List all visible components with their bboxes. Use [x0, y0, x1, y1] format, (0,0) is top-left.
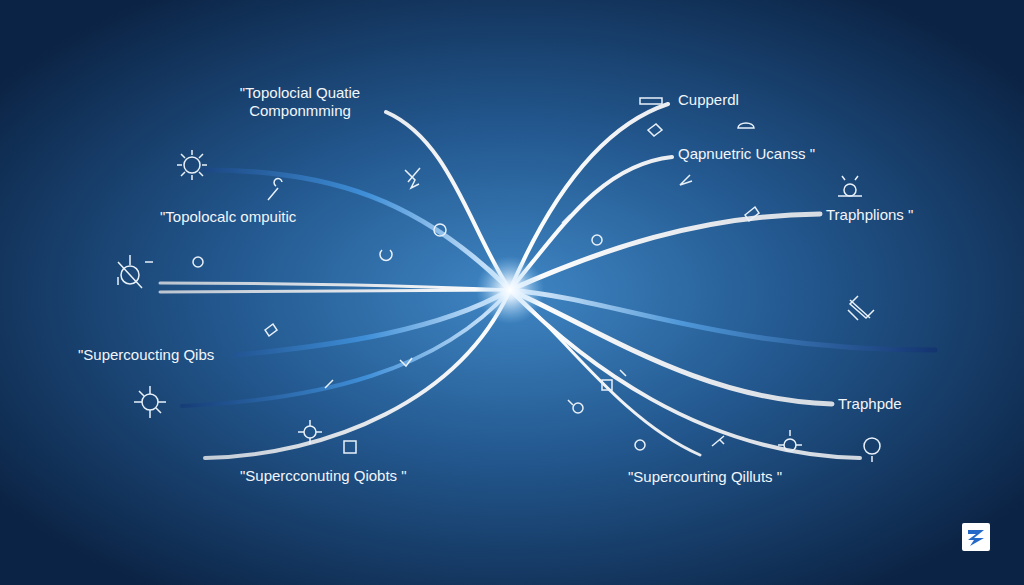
branch-label: Traphpde: [838, 395, 902, 413]
branch-label: Qapnuetric Ucanss ": [678, 145, 815, 163]
icons: [118, 98, 880, 462]
branch-lines: [160, 104, 935, 458]
branch-label: "Topolocalc ompuitic: [160, 208, 296, 226]
corner-logo: [962, 523, 990, 551]
branch-label: "Topolocial Quatie Componmming: [215, 84, 385, 120]
center-glow: [476, 256, 544, 324]
branch-label: "Supercourting Qilluts ": [628, 468, 782, 486]
branch-label: Cupperdl: [678, 91, 739, 109]
branch-label: "Supercconuting Qiobts ": [240, 467, 407, 485]
branch-label: Traphplions ": [826, 206, 913, 224]
branch-label: "Supercoucting Qibs: [78, 346, 214, 364]
